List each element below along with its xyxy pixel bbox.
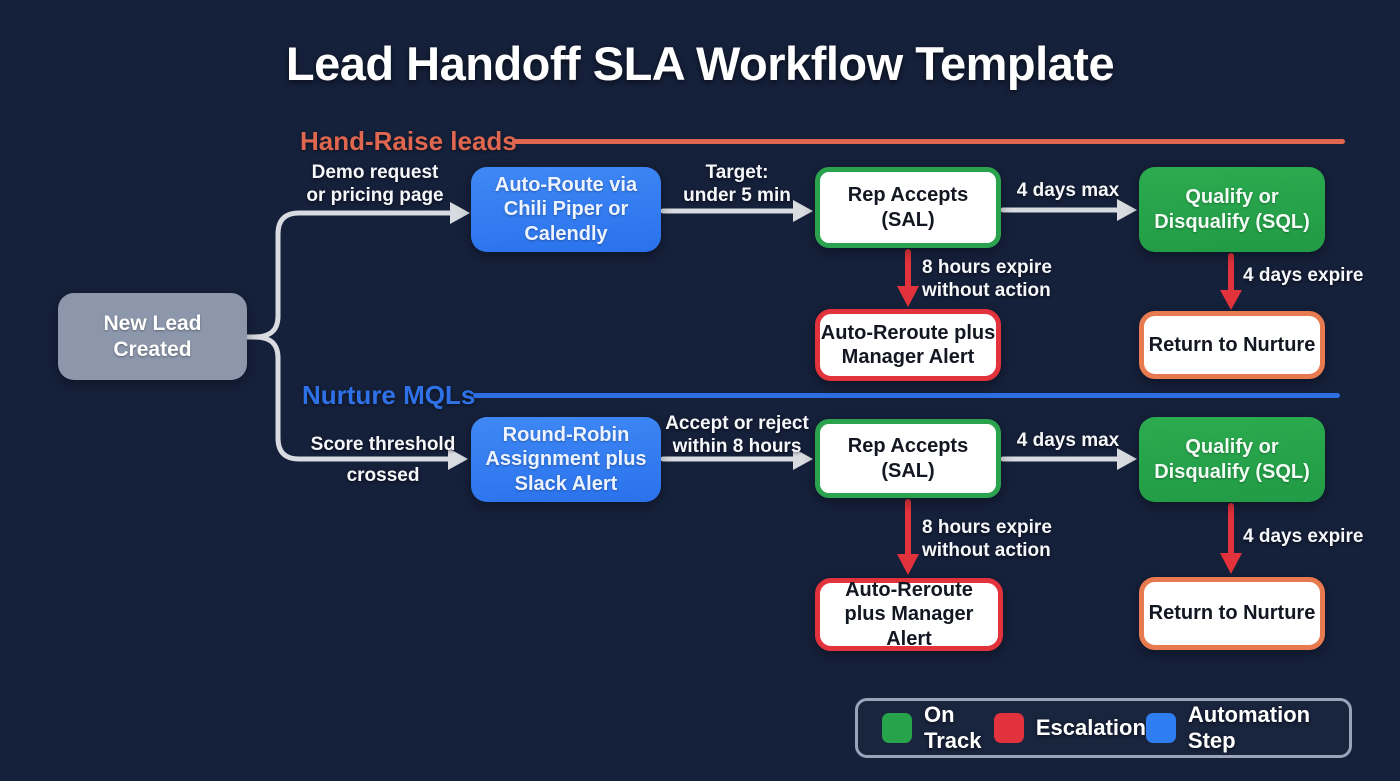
arrowhead-escalation-qualify-top bbox=[1220, 290, 1242, 310]
page-title: Lead Handoff SLA Workflow Template bbox=[285, 37, 1115, 90]
node-rep-accepts-sal-top: Rep Accepts (SAL) bbox=[815, 167, 1001, 248]
node-round-robin-slack: Round-Robin Assignment plus Slack Alert bbox=[471, 417, 661, 502]
legend-label-automation-step: Automation Step bbox=[1187, 702, 1311, 753]
arrowhead-escalation-accept-top bbox=[897, 286, 919, 307]
arrowhead-escalation-qualify-bottom bbox=[1220, 553, 1242, 574]
arrowhead-nurture-trigger bbox=[448, 448, 468, 470]
label-4-days-expire-top: 4 days expire bbox=[1243, 265, 1364, 286]
label-8-hours-expire-top: 8 hours expire without action bbox=[922, 257, 1052, 302]
on-track-swatch-icon bbox=[882, 713, 912, 743]
lane-title-hand-raise: Hand-Raise leads bbox=[300, 126, 517, 156]
lane-divider-nurture-mqls bbox=[473, 393, 1340, 398]
node-new-lead-created: New Lead Created bbox=[58, 293, 247, 380]
label-4-days-max-top: 4 days max bbox=[1016, 180, 1120, 201]
legend-item-escalation: Escalation bbox=[993, 713, 1146, 743]
node-auto-route-chili-piper: Auto-Route via Chili Piper or Calendly bbox=[471, 167, 661, 252]
label-4-days-max-bottom: 4 days max bbox=[1016, 430, 1120, 451]
arrowhead-escalation-accept-bottom bbox=[897, 554, 919, 575]
legend-label-escalation: Escalation bbox=[1035, 715, 1146, 740]
arrowhead-hand-raise-trigger bbox=[450, 202, 470, 224]
node-return-to-nurture-bottom: Return to Nurture bbox=[1139, 577, 1325, 650]
legend-item-automation-step: Automation Step bbox=[1145, 702, 1325, 754]
arrowhead-accept-to-qualify-top bbox=[1117, 199, 1137, 221]
label-target-under-5-min: Target: under 5 min bbox=[683, 162, 791, 207]
label-accept-or-reject: Accept or reject within 8 hours bbox=[665, 413, 809, 458]
node-qualify-disqualify-bottom: Qualify or Disqualify (SQL) bbox=[1139, 417, 1325, 502]
legend: On Track Escalation Automation Step bbox=[855, 698, 1352, 758]
node-auto-reroute-bottom: Auto-Reroute plus Manager Alert bbox=[815, 578, 1003, 651]
label-score-threshold: Score threshold bbox=[310, 434, 456, 455]
node-rep-accepts-sal-bottom: Rep Accepts (SAL) bbox=[815, 419, 1001, 498]
lane-title-nurture-mqls: Nurture MQLs bbox=[302, 380, 476, 410]
label-4-days-expire-bottom: 4 days expire bbox=[1243, 526, 1364, 547]
legend-item-on-track: On Track bbox=[882, 702, 994, 754]
arrowhead-accept-to-qualify-bottom bbox=[1117, 448, 1137, 470]
lane-divider-hand-raise bbox=[512, 139, 1345, 144]
connector-start-to-nurture bbox=[244, 334, 451, 462]
automation-step-swatch-icon bbox=[1145, 713, 1176, 743]
node-auto-reroute-top: Auto-Reroute plus Manager Alert bbox=[815, 309, 1001, 381]
arrowhead-roundrobin-to-accept bbox=[793, 448, 813, 470]
escalation-swatch-icon bbox=[993, 713, 1024, 743]
label-demo-request: Demo request or pricing page bbox=[306, 162, 444, 207]
node-return-to-nurture-top: Return to Nurture bbox=[1139, 311, 1325, 379]
arrowhead-autoroute-to-accept bbox=[793, 200, 813, 222]
label-crossed: crossed bbox=[346, 465, 420, 486]
label-8-hours-expire-bottom: 8 hours expire without action bbox=[922, 517, 1052, 562]
legend-label-on-track: On Track bbox=[924, 702, 982, 753]
node-qualify-disqualify-top: Qualify or Disqualify (SQL) bbox=[1139, 167, 1325, 252]
connector-start-to-hand-raise bbox=[244, 210, 453, 340]
